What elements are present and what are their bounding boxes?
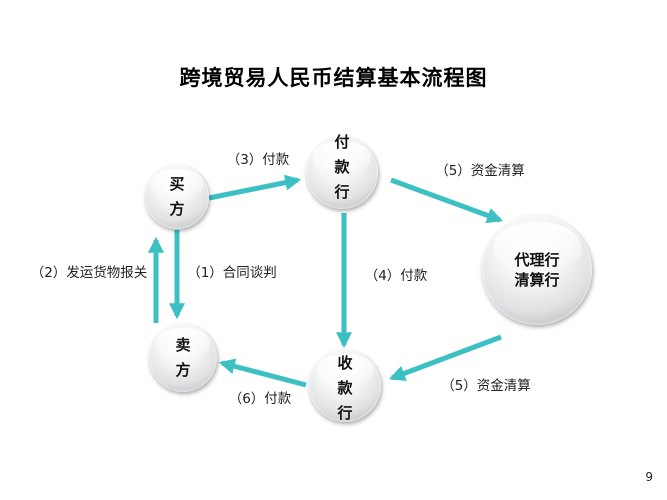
arrow-clearing-bank-to-receiving-bank — [389, 334, 502, 381]
node-paying-bank: 付款行 — [306, 133, 378, 209]
label-step3: （3）付款 — [226, 152, 290, 168]
page-number: 9 — [645, 470, 653, 484]
label-step5a: （5）资金清算 — [435, 163, 525, 179]
node-clearing-bank: 代理行 清算行 — [482, 215, 592, 325]
node-seller: 卖方 — [149, 324, 217, 392]
node-buyer-label: 买方 — [169, 175, 185, 218]
node-paying-bank-label: 付款行 — [334, 132, 350, 201]
label-step5b: （5）资金清算 — [441, 378, 531, 394]
label-step6: （6）付款 — [228, 391, 292, 407]
node-seller-label: 卖方 — [175, 336, 191, 379]
label-step1: （1）合同谈判 — [187, 265, 277, 281]
clearing-bank-line1: 代理行 — [514, 251, 560, 269]
label-step2: （2）发运货物报关 — [30, 265, 148, 281]
diagram-title: 跨境贸易人民币结算基本流程图 — [179, 66, 488, 90]
node-receiving-bank-label: 收款行 — [337, 353, 353, 422]
node-receiving-bank: 收款行 — [309, 350, 381, 422]
node-buyer: 买方 — [145, 165, 209, 229]
node-clearing-bank-label: 代理行 清算行 — [514, 250, 559, 290]
arrow-receiving-bank-to-seller — [218, 358, 307, 388]
clearing-bank-line2: 清算行 — [514, 271, 560, 289]
label-step4: （4）付款 — [364, 268, 428, 284]
arrow-buyer-to-paying-bank — [208, 174, 302, 201]
arrow-paying-bank-to-clearing-bank — [390, 177, 504, 224]
